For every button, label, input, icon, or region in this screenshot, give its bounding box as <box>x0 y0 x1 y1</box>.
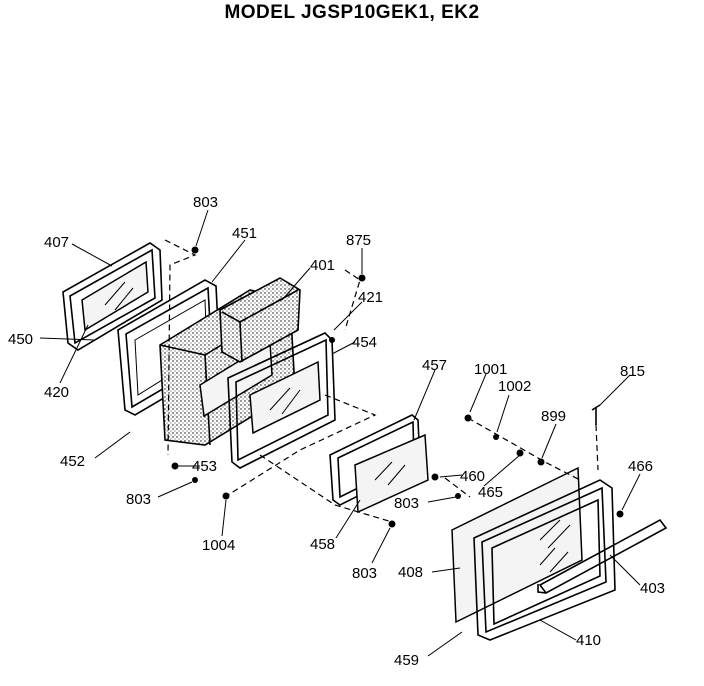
label-460: 460 <box>460 468 485 485</box>
label-899: 899 <box>541 408 566 425</box>
label-803-bottom: 803 <box>352 565 377 582</box>
label-401: 401 <box>310 257 335 274</box>
label-407: 407 <box>44 234 69 251</box>
diagram-title: MODEL JGSP10GEK1, EK2 <box>224 2 480 23</box>
label-453: 453 <box>192 458 217 475</box>
part-labels: 407 803 451 875 401 421 450 454 420 457 … <box>8 194 665 669</box>
label-452: 452 <box>60 453 85 470</box>
label-450: 450 <box>8 331 33 348</box>
label-451: 451 <box>232 225 257 242</box>
label-457: 457 <box>422 357 447 374</box>
label-1001: 1001 <box>474 361 507 378</box>
label-815: 815 <box>620 363 645 380</box>
label-408: 408 <box>398 564 423 581</box>
part-401-door-liner <box>219 277 301 363</box>
label-465: 465 <box>478 484 503 501</box>
part-408-outer-glass <box>451 466 583 624</box>
label-403: 403 <box>640 580 665 597</box>
part-458-window-glass <box>354 433 429 514</box>
label-875: 875 <box>346 232 371 249</box>
part-403-handle <box>537 518 668 595</box>
label-466: 466 <box>628 458 653 475</box>
label-803-mid: 803 <box>394 495 419 512</box>
label-459: 459 <box>394 652 419 669</box>
label-420: 420 <box>44 384 69 401</box>
part-454-inner-panel <box>227 332 336 469</box>
label-1004: 1004 <box>202 537 235 554</box>
label-410: 410 <box>576 632 601 649</box>
label-803-left: 803 <box>126 491 151 508</box>
label-1002: 1002 <box>498 378 531 395</box>
label-458: 458 <box>310 536 335 553</box>
label-421: 421 <box>358 289 383 306</box>
label-454: 454 <box>352 334 377 351</box>
label-803-top: 803 <box>193 194 218 211</box>
part-410-outer-frame <box>473 479 616 641</box>
part-407-door-panel <box>62 242 163 351</box>
leader-lines <box>39 209 641 657</box>
